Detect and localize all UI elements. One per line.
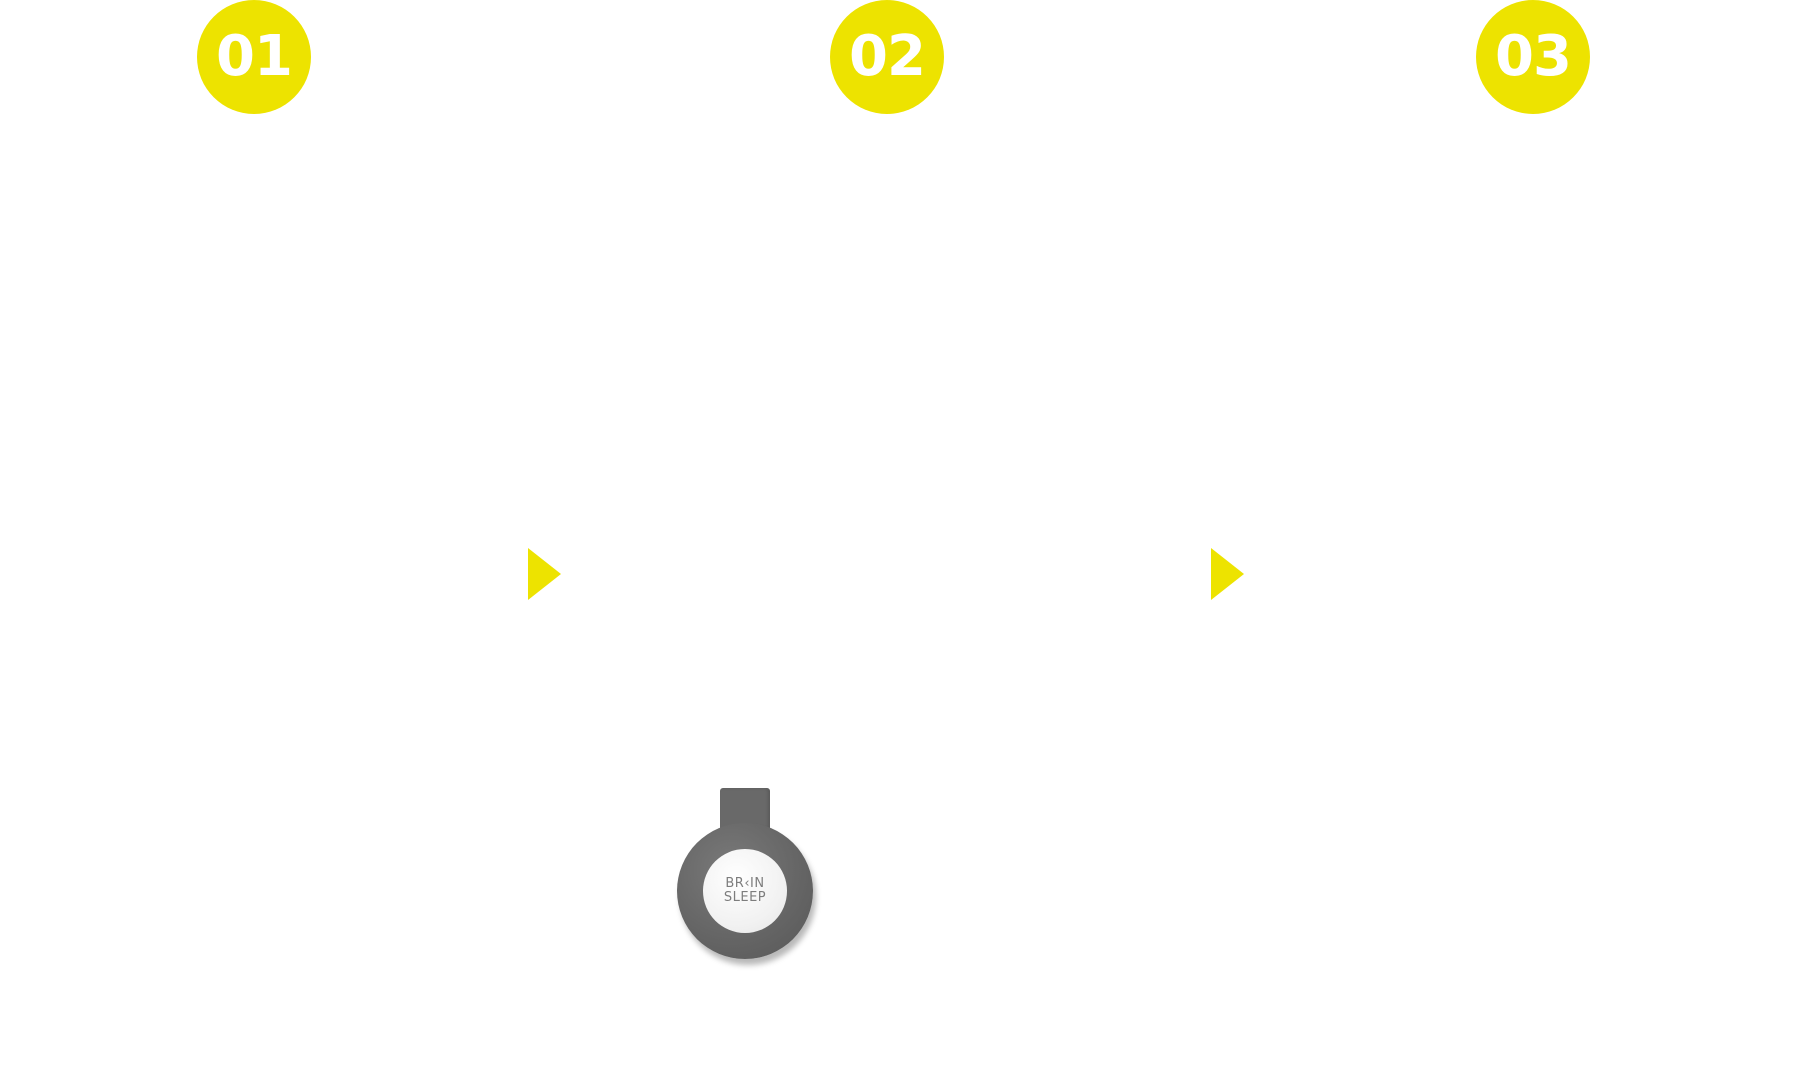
device-logo-line2: SLEEP <box>723 890 767 905</box>
device-logo-line1: BR‹IN <box>725 876 765 891</box>
brainsleep-clip-device: BR‹IN SLEEP <box>676 788 816 978</box>
step-badge-2: 02 <box>830 0 944 114</box>
next-arrow-icon <box>1211 548 1244 600</box>
device-logo-face: BR‹IN SLEEP <box>703 849 787 933</box>
step-badge-3: 03 <box>1476 0 1590 114</box>
next-arrow-icon <box>528 548 561 600</box>
step-badge-1: 01 <box>197 0 311 114</box>
